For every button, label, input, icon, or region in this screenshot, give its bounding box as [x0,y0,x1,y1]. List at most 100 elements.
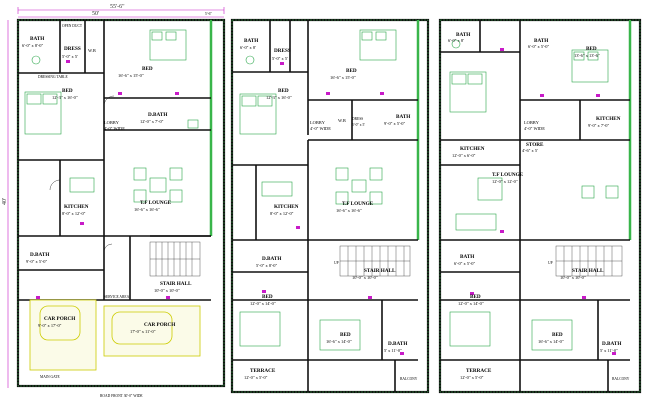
room-name-label: OPEN DUCT [62,24,83,28]
room-name-label: KITCHEN [274,204,299,210]
room-dims-label: 9'-0" x 5'-0" [26,259,47,264]
room-name-label: TERRACE [466,368,492,374]
room-name-label: LOBBY [104,120,120,125]
room-name-label: STAIR HALL [572,268,604,274]
room-name-label: STAIR HALL [364,268,396,274]
room-dims-label: 16'-6" x 14'-0" [326,339,352,344]
room-dims-label: 13'-6" x 13'-6" [574,53,600,58]
room-dims-label: 12'-0" x 5'-0" [244,375,268,380]
room-dims-label: 6'-0" x 5'-0" [528,44,549,49]
room-dims-label: 5'-0" x 5' [352,123,365,127]
room-dims-label: 12'-3" x 16'-0" [52,95,78,100]
room-dims-label: 9'-0" x 5'-0" [384,121,405,126]
room-name-label: D.BATH [602,341,621,347]
room-dims-label: 9'-0" x 17'-0" [38,323,62,328]
room-name-label: D.BATH [388,341,407,347]
room-dims-label: 16'-6" x 16'-6" [134,207,160,212]
room-name-label: BED [552,332,563,338]
room-name-label: KITCHEN [460,146,485,152]
left-depth-dimension: 40' [2,198,8,205]
room-name-label: KITCHEN [64,204,89,210]
second-floor-plan: BATH 6'-0" x 8' BATH 6'-0" x 5'-0" BED 1… [438,18,642,394]
room-name-label: BED [346,68,357,74]
room-name-label: BED [62,88,73,94]
room-name-label: BED [586,46,597,52]
top-sub-dimension-left: 50' [92,11,99,17]
room-dims-label: 12'-0" x 14'-0" [458,301,484,306]
room-name-label: CAR PORCH [44,316,75,322]
room-name-label: BED [142,66,153,72]
ground-floor-plan: OPEN DUCT BATH 6'-0" x 8'-0" DRESS 5'-0"… [16,18,226,388]
room-name-label: D.BATH [148,112,167,118]
room-dims-label: 5' x 11'-0" [384,348,402,353]
room-name-label: BED [340,332,351,338]
room-name-label: W.B [88,48,96,53]
room-name-label: T.F LOUNGE [492,172,524,178]
room-dims-label: 10'-0" x 10'-0" [352,275,378,280]
room-dims-label: 12'-0" x 6'-0" [452,153,476,158]
room-dims-label: 12'-0" x 7'-0" [140,119,164,124]
room-dims-label: 5' x 11'-0" [600,348,618,353]
room-name-label: BED [278,88,289,94]
room-dims-label: 6'-0" x 8' [448,38,464,43]
room-dims-label: 6'-0" x 8'-0" [22,43,43,48]
room-name-label: BATH [30,36,44,42]
room-dims-label: 10'-0" x 10'-0" [560,275,586,280]
room-dims-label: 6'-0" x 5'-0" [454,261,475,266]
room-name-label: BED [262,294,273,300]
room-name-label: D.BATH [262,256,281,262]
room-name-label: BATH [456,32,470,38]
room-dims-label: 6'-0" x 8' [240,45,256,50]
room-name-label: SERVICE AREA [104,295,130,299]
room-dims-label: 4'-0" WIDE [104,126,125,131]
room-name-label: LOBBY [524,120,540,125]
first-floor-room-labels: BATH 6'-0" x 8' DRESS 5'-0" x 5' BED 16'… [240,38,418,381]
room-name-label: BALCONY [400,377,418,381]
room-name-label: DRESS [64,46,81,52]
room-name-label: BALCONY [612,377,630,381]
room-dims-label: 12'-0" x 14'-0" [250,301,276,306]
room-dims-label: 16'-6" x 16'-6" [336,208,362,213]
room-dims-label: 12'-3" x 16'-0" [266,95,292,100]
room-dims-label: 16'-6" x 15'-0" [118,73,144,78]
room-name-label: W.B [338,118,346,123]
room-dims-label: 16'-6" x 14'-0" [538,339,564,344]
room-name-label: TERRACE [250,368,276,374]
room-dims-label: 8'-0" x 12'-0" [62,211,86,216]
room-name-label: BED [470,294,481,300]
room-name-label: T.F LOUNGE [140,200,172,206]
room-dims-label: 4'-0" WIDE [524,126,545,131]
room-dims-label: 4'-6" x 5' [522,148,538,153]
room-name-label: BATH [460,254,474,260]
top-width-dimension: 55'-6" [110,4,125,10]
top-sub-dimension-right: 5'-6" [205,12,212,16]
ground-room-labels: OPEN DUCT BATH 6'-0" x 8'-0" DRESS 5'-0"… [22,24,192,379]
room-dims-label: 5'-0" x 8'-0" [256,263,277,268]
room-dims-label: 16'-6" x 15'-0" [330,75,356,80]
room-name-label: T.F LOUNGE [342,201,374,207]
room-name-label: DRESSING TABLE [38,75,69,79]
room-name-label: BATH [244,38,258,44]
room-dims-label: 9'-0" x 7'-0" [588,123,609,128]
room-dims-label: 10'-0" x 10'-0" [154,288,180,293]
room-name-label: CAR PORCH [144,322,175,328]
room-name-label: KITCHEN [596,116,621,122]
room-dims-label: 5'-0" x 5' [272,56,288,61]
room-dims-label: 4'-0" WIDE [310,126,331,131]
room-name-label: STORE [526,142,544,148]
second-floor-room-labels: BATH 6'-0" x 8' BATH 6'-0" x 5'-0" BED 1… [448,32,630,381]
room-name-label: STAIR HALL [160,281,192,287]
room-name-label: BATH [534,38,548,44]
room-name-label: MAIN GATE [40,375,60,379]
room-dims-label: 17'-0" x 11'-0" [130,329,156,334]
overall-dimensions: 55'-6" 50' 5'-6" 40' ROAD FRONT 30'-0" W… [2,4,225,398]
room-dims-label: 12'-0" x 12'-0" [492,179,518,184]
stair-up-label: UP [334,261,339,265]
room-dims-label: 5'-0" x 5' [62,54,78,59]
room-name-label: D.BATH [30,252,49,258]
room-name-label: DRESS [352,117,363,121]
room-name-label: BATH [396,114,410,120]
room-dims-label: 12'-0" x 5'-0" [460,375,484,380]
